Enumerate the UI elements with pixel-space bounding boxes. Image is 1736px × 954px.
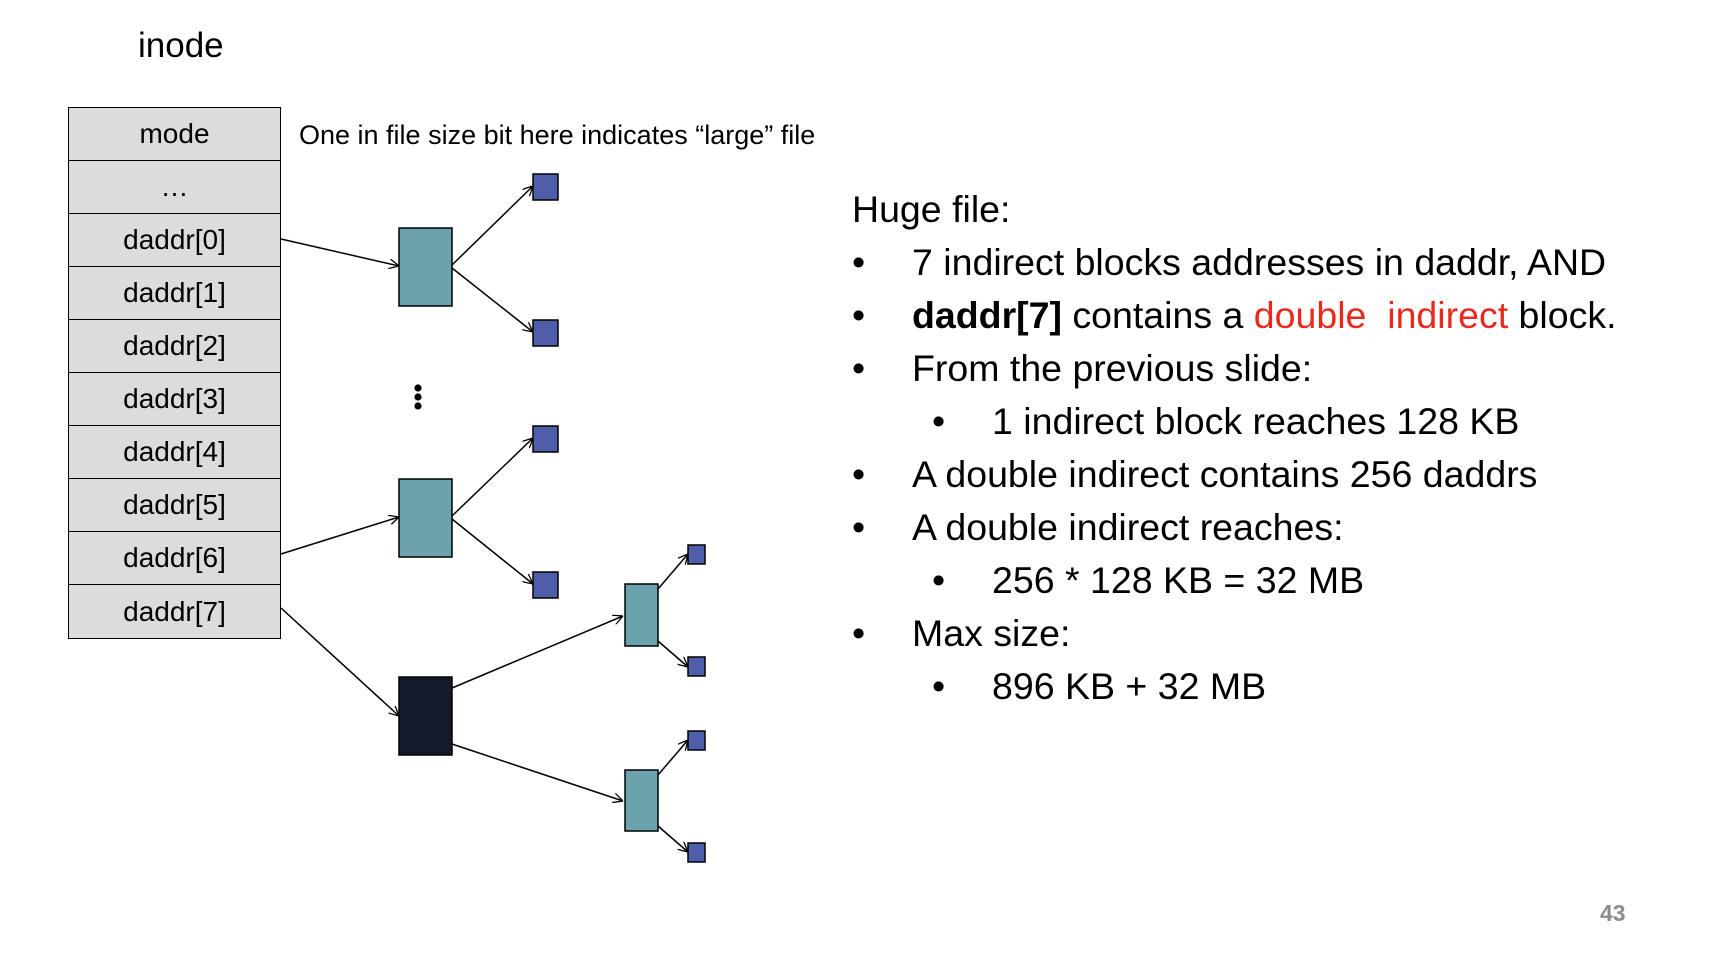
explanation-text: Huge file: • 7 indirect blocks addresses… [852, 183, 1732, 713]
bullet-dot: • [852, 241, 866, 283]
indirect-block-2 [398, 478, 453, 558]
data-block-8 [687, 842, 706, 863]
inode-row-mode: mode [69, 108, 280, 161]
arrow-daddr7-to-double [280, 607, 399, 716]
sub-bullet-max-calc: • 896 KB + 32 MB [852, 660, 1732, 713]
data-block-6 [687, 656, 706, 677]
page-number: 43 [1600, 900, 1626, 926]
inode-row-ellipsis: … [69, 161, 280, 214]
bullet-text: 896 KB + 32 MB [992, 665, 1267, 707]
arrow-indirect2-to-data-a [451, 438, 533, 517]
inode-row-daddr-3: daddr[3] [69, 373, 280, 426]
bullet-dot: • [852, 294, 866, 336]
bullet-dot: • [852, 506, 866, 548]
large-file-note: One in file size bit here indicates “lar… [299, 120, 816, 150]
bullet-dot: • [852, 453, 866, 495]
inode-table: mode … daddr[0] daddr[1] daddr[2] daddr[… [68, 107, 281, 639]
double-indirect-block [398, 676, 453, 756]
vertical-ellipsis-icon [414, 384, 422, 410]
data-block-3 [532, 425, 559, 453]
data-block-1 [532, 173, 559, 201]
inode-row-daddr-4: daddr[4] [69, 426, 280, 479]
bullet-text: 256 * 128 KB = 32 MB [992, 559, 1365, 601]
bullet-text: block. [1508, 294, 1617, 336]
arrow-indirect1-to-data-b [451, 267, 533, 332]
bullet-double-reaches: • A double indirect reaches: [852, 501, 1732, 554]
data-block-4 [532, 571, 559, 599]
arrow-l2a-to-data-b [657, 640, 688, 667]
data-block-7 [687, 730, 706, 751]
data-block-5 [687, 544, 706, 565]
bullet-max-size: • Max size: [852, 607, 1732, 660]
double-indirect-highlight: double indirect [1253, 294, 1509, 336]
bullet-text: From the previous slide: [912, 347, 1313, 389]
inode-row-daddr-2: daddr[2] [69, 320, 280, 373]
second-level-indirect-b [624, 769, 659, 832]
arrow-double-to-indirect-a [451, 616, 623, 689]
bullet-text: A double indirect contains 256 daddrs [912, 453, 1538, 495]
inode-row-daddr-5: daddr[5] [69, 479, 280, 532]
bullet-text: contains a [1062, 294, 1254, 336]
inode-row-daddr-6: daddr[6] [69, 532, 280, 585]
arrow-double-to-indirect-b [451, 743, 623, 801]
bullet-previous-slide: • From the previous slide: [852, 342, 1732, 395]
inode-row-daddr-1: daddr[1] [69, 267, 280, 320]
arrow-daddr6-to-indirect [280, 517, 399, 555]
bullet-double-contains: • A double indirect contains 256 daddrs [852, 448, 1732, 501]
heading: Huge file: [852, 188, 1011, 230]
bullet-text: A double indirect reaches: [912, 506, 1344, 548]
second-level-indirect-a [624, 583, 659, 647]
bullet-indirect-blocks: • 7 indirect blocks addresses in daddr, … [852, 236, 1732, 289]
inode-title: inode [138, 26, 224, 65]
arrow-l2b-to-data-b [657, 825, 688, 852]
bullet-text: 7 indirect blocks addresses in daddr, AN… [912, 241, 1607, 283]
arrow-indirect1-to-data-a [451, 186, 533, 266]
bullet-text: Max size: [912, 612, 1071, 654]
daddr7-bold: daddr[7] [912, 294, 1062, 336]
arrow-indirect2-to-data-b [451, 518, 533, 584]
indirect-block-1 [398, 227, 453, 307]
bullet-dot: • [852, 612, 866, 654]
arrow-daddr0-to-indirect [280, 238, 399, 266]
sub-bullet-indirect-reach: • 1 indirect block reaches 128 KB [852, 395, 1732, 448]
data-block-2 [532, 319, 559, 347]
bullet-daddr7: • daddr[7] contains a double indirect blo… [852, 289, 1732, 342]
arrow-l2b-to-data-a [657, 740, 688, 776]
bullet-dot: • [932, 400, 946, 442]
bullet-dot: • [932, 665, 946, 707]
bullet-dot: • [852, 347, 866, 389]
inode-row-daddr-0: daddr[0] [69, 214, 280, 267]
inode-row-daddr-7: daddr[7] [123, 595, 226, 627]
bullet-text: 1 indirect block reaches 128 KB [992, 400, 1520, 442]
arrow-l2a-to-data-a [657, 554, 688, 590]
bullet-dot: • [932, 559, 946, 601]
sub-bullet-double-calc: • 256 * 128 KB = 32 MB [852, 554, 1732, 607]
